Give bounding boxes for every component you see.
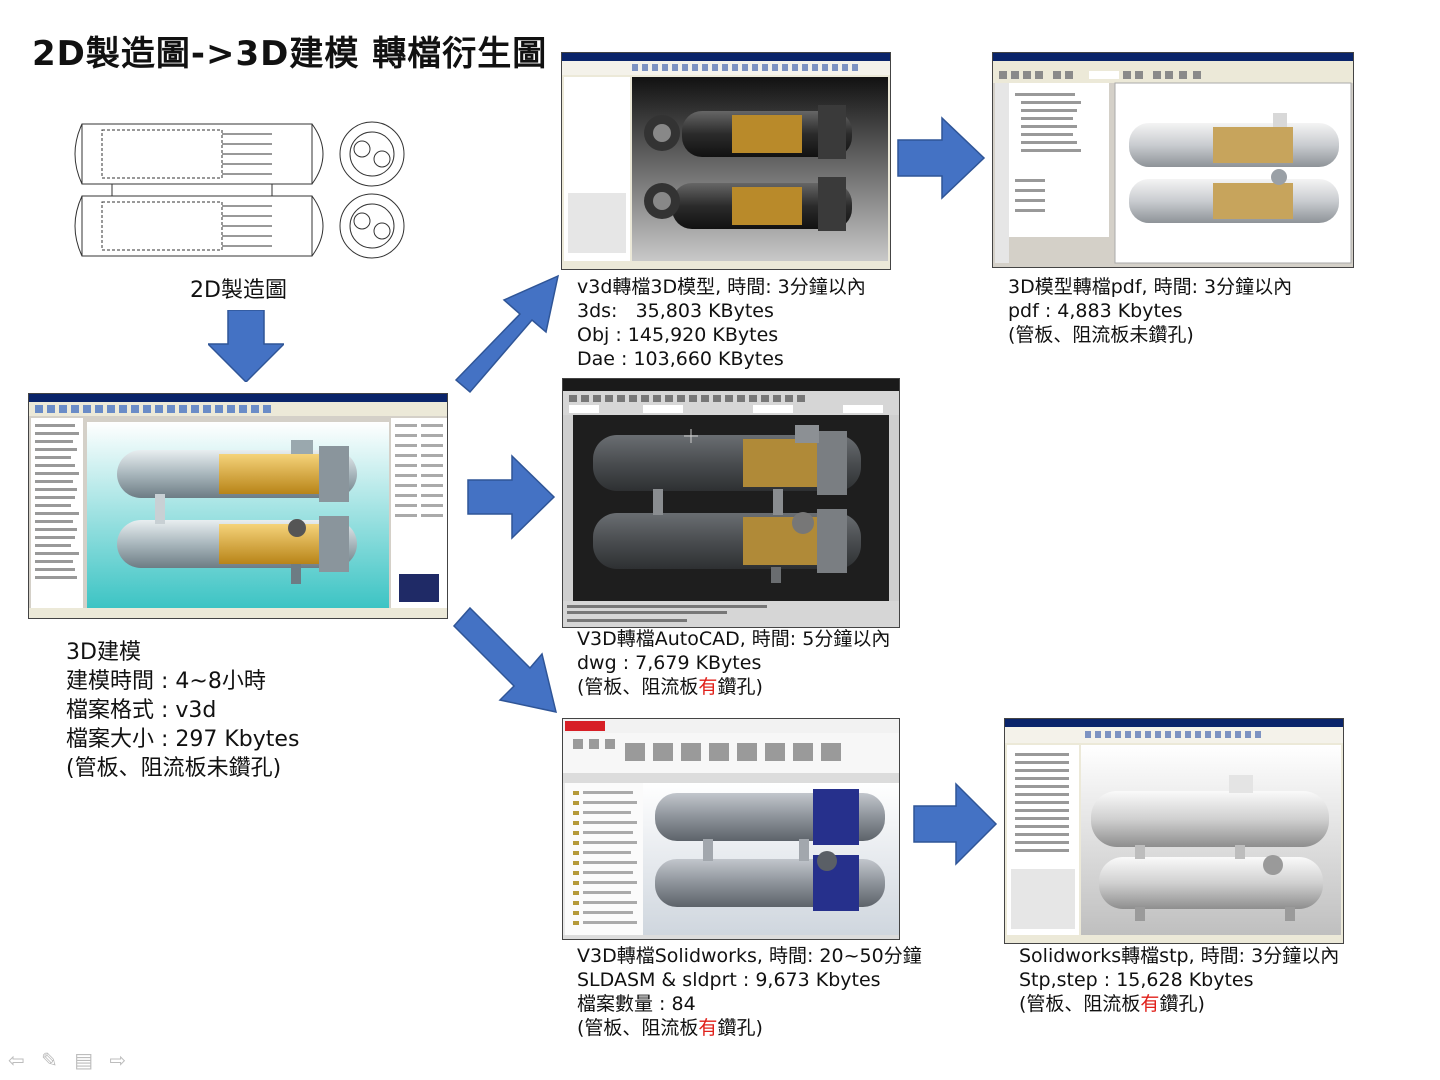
pdf-export-caption: 3D模型轉檔pdf, 時間: 3分鐘以內 pdf : 4,883 Kbytes … <box>1008 275 1292 347</box>
model-3d-screenshot <box>28 393 448 619</box>
autocad-export-screenshot <box>562 378 900 628</box>
caption-note: (管板、阻流板有鑽孔) <box>577 675 890 699</box>
caption-line: (管板、阻流板未鑽孔) <box>66 756 282 781</box>
caption-line: dwg : 7,679 KBytes <box>577 652 762 674</box>
caption-line: 3D模型轉檔pdf, 時間: 3分鐘以內 <box>1008 276 1293 298</box>
autocad-export-caption: V3D轉檔AutoCAD, 時間: 5分鐘以內 dwg : 7,679 KByt… <box>577 627 890 699</box>
arrow-down-icon <box>208 310 284 382</box>
note-highlight: 有 <box>698 676 718 698</box>
caption-line: V3D轉檔AutoCAD, 時間: 5分鐘以內 <box>577 628 891 650</box>
note-suffix: 鑽孔) <box>717 1017 763 1039</box>
arrow-right-icon <box>467 454 556 540</box>
caption-line: 檔案大小 : 297 Kbytes <box>66 727 300 752</box>
slide-nav: ⇦ ✎ ▤ ⇨ <box>8 1048 136 1072</box>
arrow-down-right-icon <box>452 606 558 713</box>
v3d-export-caption: v3d轉檔3D模型, 時間: 3分鐘以內 3ds: 35,803 KBytes … <box>577 275 866 371</box>
drawing-2d-label: 2D製造圖 <box>190 278 287 303</box>
caption-line: V3D轉檔Solidworks, 時間: 20~50分鐘 <box>577 945 922 967</box>
caption-line: 3ds: 35,803 KBytes <box>577 300 774 322</box>
pen-icon[interactable]: ✎ <box>41 1048 58 1072</box>
caption-line: 建模時間 : 4~8小時 <box>66 669 266 694</box>
note-prefix: (管板、阻流板 <box>577 1017 699 1039</box>
caption-line: SLDASM & sldprt : 9,673 Kbytes <box>577 969 881 991</box>
caption-line: Obj : 145,920 KBytes <box>577 324 779 346</box>
v3d-export-screenshot <box>561 52 891 270</box>
page-title: 2D製造圖->3D建模 轉檔衍生圖 <box>32 34 548 74</box>
caption-line: Solidworks轉檔stp, 時間: 3分鐘以內 <box>1019 945 1340 967</box>
caption-line: 檔案格式 : v3d <box>66 698 217 723</box>
drawing-2d-image <box>72 104 416 270</box>
caption-line: pdf : 4,883 Kbytes <box>1008 300 1183 322</box>
caption-line: (管板、阻流板未鑽孔) <box>1008 324 1194 346</box>
caption-line: 3D建模 <box>66 640 141 665</box>
note-suffix: 鑽孔) <box>717 676 763 698</box>
caption-line: Dae : 103,660 KBytes <box>577 348 784 370</box>
caption-line: Stp,step : 15,628 Kbytes <box>1019 969 1254 991</box>
model-3d-caption: 3D建模 建模時間 : 4~8小時 檔案格式 : v3d 檔案大小 : 297 … <box>66 638 299 783</box>
note-highlight: 有 <box>698 1017 718 1039</box>
note-suffix: 鑽孔) <box>1159 993 1205 1015</box>
arrow-right-icon[interactable]: ⇨ <box>109 1048 127 1072</box>
menu-icon[interactable]: ▤ <box>74 1048 94 1072</box>
arrow-up-right-icon <box>454 274 560 394</box>
arrow-right-icon <box>897 116 986 200</box>
caption-line: 檔案數量 : 84 <box>577 993 696 1015</box>
stp-export-screenshot <box>1004 718 1344 944</box>
stp-export-caption: Solidworks轉檔stp, 時間: 3分鐘以內 Stp,step : 15… <box>1019 944 1339 1016</box>
note-prefix: (管板、阻流板 <box>1019 993 1141 1015</box>
caption-note: (管板、阻流板有鑽孔) <box>1019 992 1339 1016</box>
note-prefix: (管板、阻流板 <box>577 676 699 698</box>
caption-note: (管板、阻流板有鑽孔) <box>577 1016 922 1040</box>
solidworks-export-screenshot <box>562 718 900 940</box>
caption-line: v3d轉檔3D模型, 時間: 3分鐘以內 <box>577 276 866 298</box>
solidworks-export-caption: V3D轉檔Solidworks, 時間: 20~50分鐘 SLDASM & sl… <box>577 944 922 1040</box>
arrow-left-icon[interactable]: ⇦ <box>8 1048 25 1072</box>
pdf-export-screenshot <box>992 52 1354 268</box>
arrow-right-icon <box>913 782 998 866</box>
note-highlight: 有 <box>1140 993 1160 1015</box>
